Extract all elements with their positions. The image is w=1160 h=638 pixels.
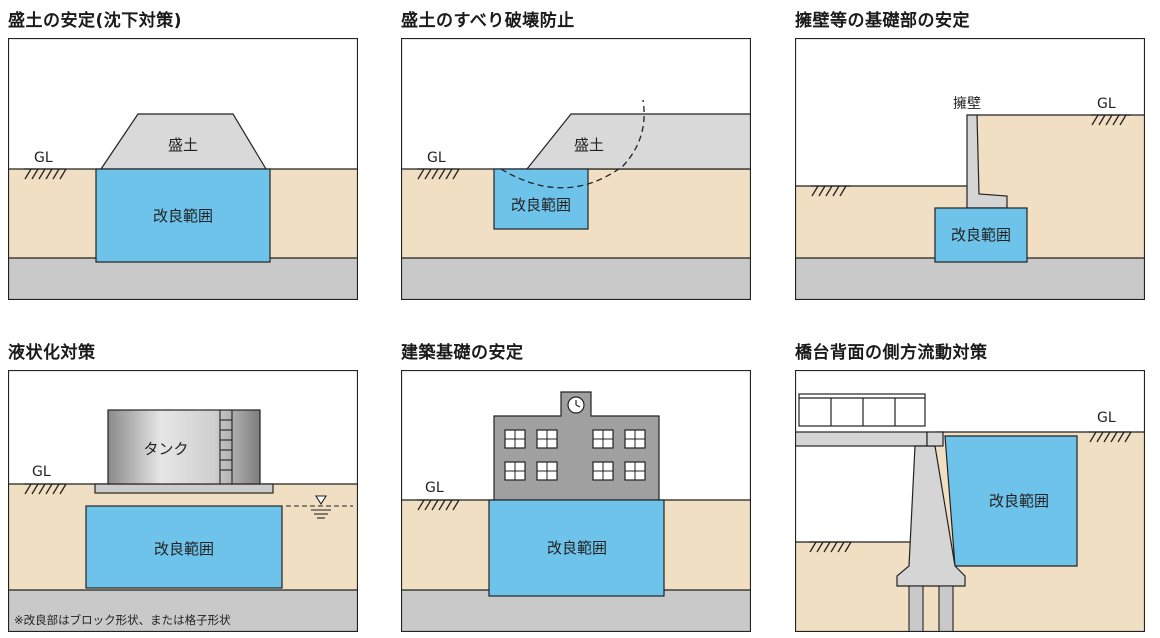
gl-label: GL xyxy=(1097,96,1116,112)
water-level-icon xyxy=(311,495,331,519)
slip-circle xyxy=(500,99,645,189)
clock-icon xyxy=(567,396,585,414)
panel-title: 盛土の安定(沈下対策) xyxy=(8,11,183,31)
bedrock-layer xyxy=(795,258,1145,300)
diagram-liquefaction: タンク 改良範囲 GL ※改良部はブロック形状、または格子形状 xyxy=(8,370,358,632)
improved-label: 改良範囲 xyxy=(989,492,1049,510)
ground-hatch-icon xyxy=(417,168,460,180)
diagram-building-foundation: 改良範囲 GL xyxy=(401,370,751,632)
tank-base xyxy=(94,483,274,494)
ground-hatch-icon xyxy=(1091,114,1131,126)
improved-zone xyxy=(934,207,1028,263)
panel-title: 建築基礎の安定 xyxy=(401,343,524,363)
pile xyxy=(908,585,924,632)
building xyxy=(493,391,660,501)
tank xyxy=(107,409,261,485)
gl-label: GL xyxy=(32,464,51,480)
gl-label: GL xyxy=(1097,410,1116,426)
pile xyxy=(938,585,954,632)
abutment xyxy=(896,445,966,587)
improved-zone xyxy=(944,435,1078,567)
gl-label: GL xyxy=(427,150,446,166)
gl-label: GL xyxy=(34,150,53,166)
gl-label: GL xyxy=(425,480,444,496)
tank-label: タンク xyxy=(143,440,188,458)
diagram-retaining-wall: 擁壁 改良範囲 GL xyxy=(795,38,1145,300)
soil-layer-lower xyxy=(795,542,935,632)
improved-label: 改良範囲 xyxy=(153,207,213,225)
improved-label: 改良範囲 xyxy=(154,540,214,558)
bedrock-layer xyxy=(401,590,751,632)
improved-zone xyxy=(488,499,665,597)
ladder xyxy=(219,410,233,484)
bridge-railing xyxy=(798,393,926,427)
embankment xyxy=(525,113,751,170)
diagram-abutment-lateral-flow: 改良範囲 GL xyxy=(795,370,1145,632)
wall-label: 擁壁 xyxy=(953,96,981,112)
ground-hatch-icon xyxy=(417,499,460,511)
diagram-slip-failure: 盛土 改良範囲 GL xyxy=(401,38,751,300)
embankment-label: 盛土 xyxy=(168,136,198,154)
improved-zone xyxy=(493,168,589,230)
ground-hatch-icon xyxy=(809,541,852,553)
diagram-embankment-settlement: 盛土 改良範囲 GL xyxy=(8,38,358,300)
improved-zone xyxy=(85,505,283,589)
bedrock-layer xyxy=(8,258,358,300)
ground-hatch-icon xyxy=(24,168,67,180)
embankment-label: 盛土 xyxy=(574,136,604,154)
ground-hatch-icon xyxy=(24,483,67,495)
improved-label: 改良範囲 xyxy=(511,196,571,214)
improved-zone xyxy=(95,168,271,263)
note-text: ※改良部はブロック形状、または格子形状 xyxy=(14,613,231,627)
panel-title: 液状化対策 xyxy=(8,343,96,363)
ground-hatch-icon xyxy=(811,185,851,197)
bridge-deck xyxy=(795,431,928,447)
panel-title: 盛土のすべり破壊防止 xyxy=(401,11,575,31)
bedrock-layer xyxy=(8,590,358,632)
ground-hatch-icon xyxy=(1089,431,1132,443)
panel-title: 擁壁等の基礎部の安定 xyxy=(795,11,970,31)
panel-title: 橋台背面の側方流動対策 xyxy=(795,343,988,363)
improved-label: 改良範囲 xyxy=(547,539,607,557)
bedrock-layer xyxy=(401,258,751,300)
improved-label: 改良範囲 xyxy=(951,226,1011,244)
